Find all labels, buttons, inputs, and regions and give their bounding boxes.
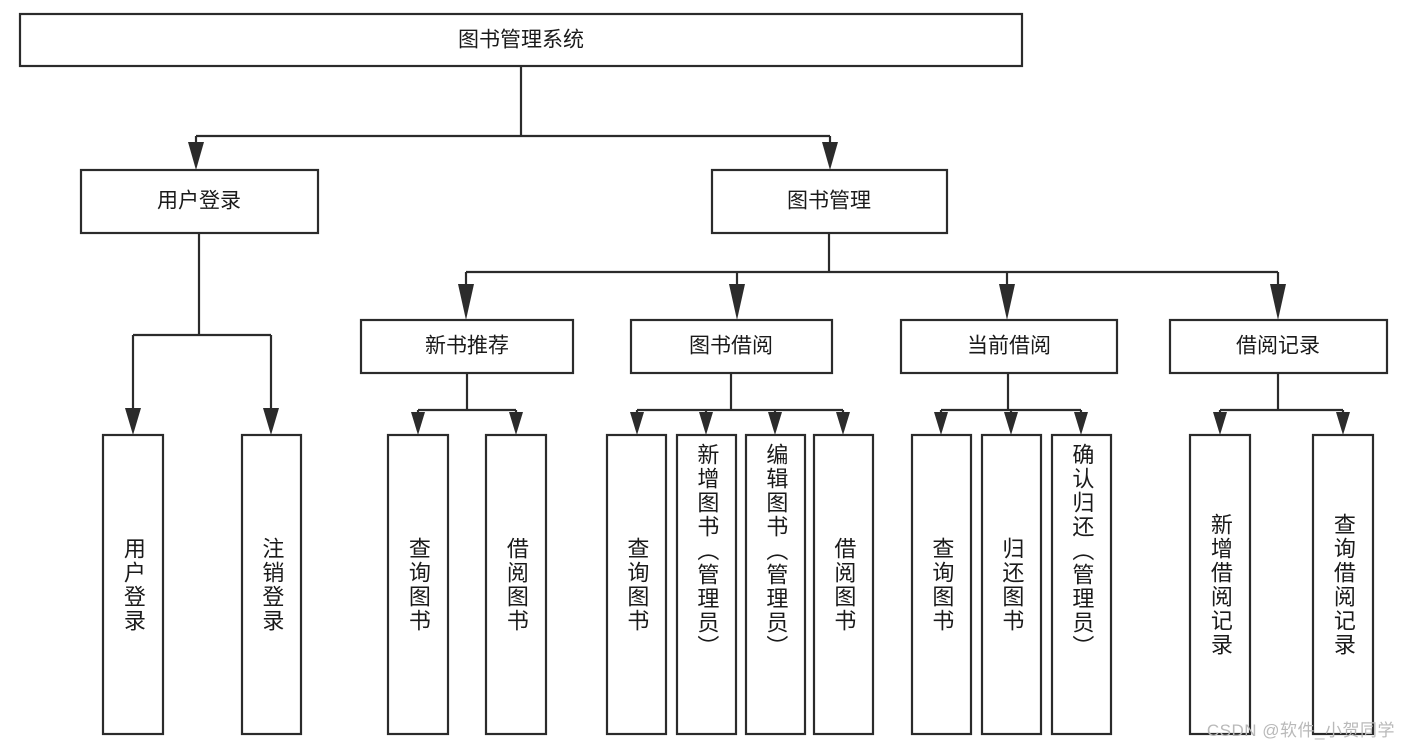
node-leaf-5-box[interactable] (605, 433, 668, 736)
arrow-head-borrow-record (1270, 284, 1286, 320)
node-current-borrow-box[interactable] (899, 318, 1119, 375)
connector-group-book-borrow (630, 373, 850, 435)
arrow-head-new-book-rec (458, 284, 474, 320)
node-leaf-8-box[interactable] (812, 433, 875, 736)
arrow-head-leaf-7 (768, 412, 782, 435)
node-borrow-record-label: 借阅记录 (1236, 335, 1320, 358)
node-leaf-2-box[interactable] (240, 433, 303, 736)
node-current-borrow[interactable]: 当前借阅 (899, 318, 1119, 375)
node-new-book-rec-box[interactable] (359, 318, 575, 375)
node-root[interactable]: 图书管理系统 (18, 12, 1024, 68)
connector-group-root (188, 66, 838, 170)
arrow-head-leaf-5 (630, 412, 644, 435)
arrow-head-user-login (188, 142, 204, 170)
node-leaf-6-box[interactable] (675, 433, 738, 736)
arrow-head-leaf-8 (836, 412, 850, 435)
connector-group-borrow-record (1213, 373, 1350, 435)
arrow-head-leaf-3 (411, 412, 425, 435)
node-borrow-record-box[interactable] (1168, 318, 1389, 375)
node-leaf-9-box[interactable] (910, 433, 973, 736)
arrow-head-leaf-9 (934, 412, 948, 435)
node-new-book-rec-label: 新书推荐 (425, 335, 509, 358)
node-root-label: 图书管理系统 (458, 29, 584, 52)
connector-group-user-login (125, 233, 279, 435)
node-borrow-record[interactable]: 借阅记录 (1168, 318, 1389, 375)
node-book-borrow-box[interactable] (629, 318, 834, 375)
connector-group-current-borrow (934, 373, 1088, 435)
node-leaf-10-box[interactable] (980, 433, 1043, 736)
arrow-head-leaf-2 (263, 408, 279, 435)
arrow-head-current-borrow (999, 284, 1015, 320)
node-user-login-box[interactable] (79, 168, 320, 235)
node-book-borrow[interactable]: 图书借阅 (629, 318, 834, 375)
arrow-head-leaf-1 (125, 408, 141, 435)
arrow-head-leaf-11 (1074, 412, 1088, 435)
node-leaf-13-box[interactable] (1311, 433, 1375, 736)
arrow-head-book-manage (822, 142, 838, 170)
node-book-manage-label: 图书管理 (787, 190, 871, 213)
connector-group-book-manage (458, 233, 1286, 320)
node-current-borrow-label: 当前借阅 (967, 335, 1051, 358)
node-leaf-12-box[interactable] (1188, 433, 1252, 736)
arrow-head-book-borrow (729, 284, 745, 320)
node-book-manage[interactable]: 图书管理 (710, 168, 949, 235)
node-leaf-11-box[interactable] (1050, 433, 1113, 736)
arrow-head-leaf-10 (1004, 412, 1018, 435)
node-book-manage-box[interactable] (710, 168, 949, 235)
arrow-head-leaf-13 (1336, 412, 1350, 435)
arrow-head-leaf-6 (699, 412, 713, 435)
node-user-login[interactable]: 用户登录 (79, 168, 320, 235)
node-leaf-4-box[interactable] (484, 433, 548, 736)
node-user-login-label: 用户登录 (157, 190, 241, 213)
node-new-book-rec[interactable]: 新书推荐 (359, 318, 575, 375)
node-root-box[interactable] (18, 12, 1024, 68)
watermark: CSDN @软件_小贺同学 (1206, 721, 1395, 740)
connector-group-new-book-rec (411, 373, 523, 435)
node-leaf-3-box[interactable] (386, 433, 450, 736)
arrow-head-leaf-12 (1213, 412, 1227, 435)
node-leaf-1-box[interactable] (101, 433, 165, 736)
node-book-borrow-label: 图书借阅 (689, 335, 773, 358)
arrow-head-leaf-4 (509, 412, 523, 435)
node-leaf-7-box[interactable] (744, 433, 807, 736)
